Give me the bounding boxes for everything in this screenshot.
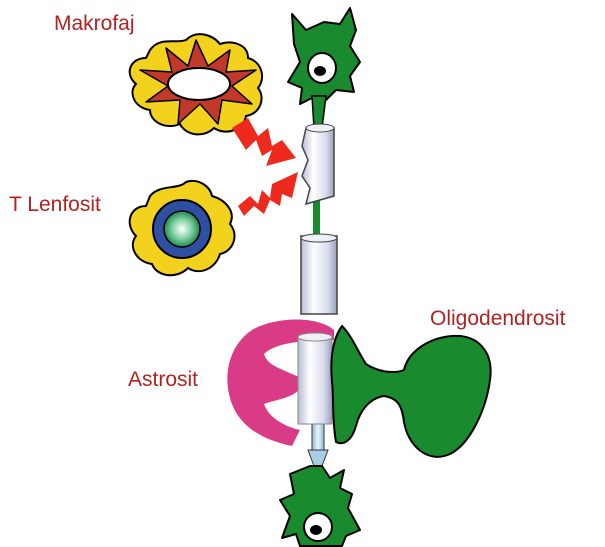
myelin-segment-lower: [298, 336, 332, 424]
bottom-neuron-nucleolus: [310, 525, 322, 535]
top-neuron-nucleolus: [314, 66, 326, 76]
myelin-segment-lower-cap: [298, 333, 332, 341]
bottom-neuron-icon: [280, 466, 360, 546]
axon-lower-stub-tip: [308, 450, 328, 466]
macrophage-cell-icon: [130, 34, 262, 134]
t-lymphocyte-core: [164, 211, 200, 247]
myelin-segment-damaged-cap: [306, 124, 334, 132]
macrophage-vacuole: [168, 68, 230, 100]
top-neuron-axon-hillock: [312, 96, 326, 128]
axon-lower-stub: [312, 424, 324, 452]
attack-arrow-icon: [232, 118, 296, 166]
myelin-segment-intact-cap: [301, 234, 337, 242]
t-lymphocyte-cell-icon: [130, 181, 235, 275]
attack-arrow-icon: [238, 172, 298, 216]
top-neuron-icon: [288, 8, 360, 128]
t-lymphocyte-label: T Lenfosit: [9, 193, 101, 216]
macrophage-label: Makrofaj: [54, 12, 135, 35]
oligodendrocyte-label: Oligodendrosit: [430, 307, 566, 330]
astrocyte-label: Astrosit: [128, 368, 198, 391]
oligodendrocyte-body: [331, 326, 490, 457]
myelin-segment-intact: [301, 236, 337, 314]
myelin-segment-damaged: [302, 128, 334, 204]
oligodendrocyte-icon: [331, 326, 490, 457]
